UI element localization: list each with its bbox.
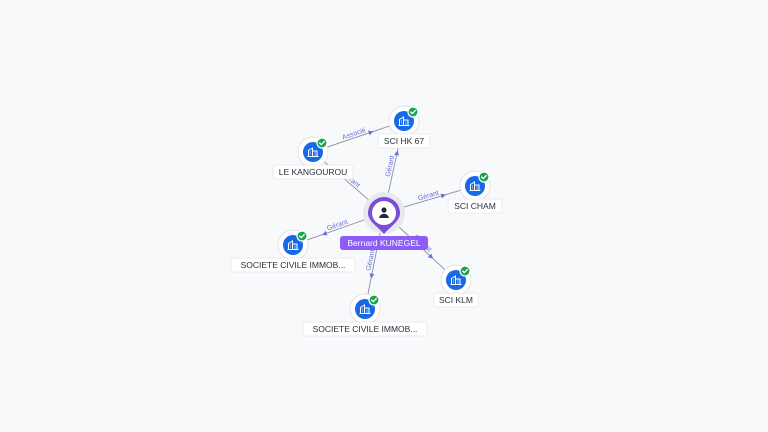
person-icon <box>379 207 389 218</box>
center-node-inner <box>372 201 396 225</box>
building-icon <box>287 240 299 250</box>
center-label-box <box>340 236 428 250</box>
edge-label-le-kangourou-sci-hk-67: Associé <box>341 127 367 142</box>
edge-label-center-sci-cham: Gérant <box>417 190 440 203</box>
verified-check-icon <box>478 171 490 183</box>
verified-check-icon <box>368 294 380 306</box>
center-node-label: Bernard KUNEGEL <box>347 238 420 248</box>
company-label-sci-cham: SCI CHAM <box>454 201 496 211</box>
company-label-box <box>433 292 479 308</box>
company-node-sci-klm[interactable]: SCI KLM <box>433 264 479 308</box>
company-label-box <box>272 164 354 180</box>
building-icon <box>307 147 319 157</box>
company-label-societe-civile-2: SOCIETE CIVILE IMMOB... <box>313 324 418 334</box>
verified-check-icon <box>407 106 419 118</box>
company-node-sci-hk-67[interactable]: SCI HK 67 <box>377 105 431 149</box>
company-label-sci-klm: SCI KLM <box>439 295 473 305</box>
company-label-le-kangourou: LE KANGOUROU <box>279 167 348 177</box>
company-label-box <box>447 198 503 214</box>
edge-label-center-sci-hk-67: Gérant <box>385 155 396 177</box>
company-label-box <box>377 133 431 149</box>
verified-check-icon <box>296 230 308 242</box>
building-icon <box>450 275 462 285</box>
company-label-sci-hk-67: SCI HK 67 <box>384 136 424 146</box>
building-icon <box>398 116 410 126</box>
building-icon <box>359 304 371 314</box>
company-node-sci-cham[interactable]: SCI CHAM <box>447 170 503 214</box>
company-label-societe-civile-1: SOCIETE CIVILE IMMOB... <box>241 260 346 270</box>
edge-label-center-societe-civile-2: Gérant <box>366 249 377 271</box>
verified-check-icon <box>459 265 471 277</box>
building-icon <box>469 181 481 191</box>
company-node-societe-civile-1[interactable]: SOCIETE CIVILE IMMOB... <box>230 229 356 273</box>
company-label-box <box>302 321 428 337</box>
company-node-societe-civile-2[interactable]: SOCIETE CIVILE IMMOB... <box>302 293 428 337</box>
edge-center-societe-civile-1 <box>306 219 366 241</box>
verified-check-icon <box>316 137 328 149</box>
edge-center-sci-cham <box>403 189 462 208</box>
nodes-layer: SCI HK 67 LE KANGOUROU SCI CHAM SOCIETE CIV… <box>230 105 503 337</box>
edge-le-kangourou-sci-hk-67 <box>326 125 391 148</box>
edge-label-center-societe-civile-1: Gérant <box>326 219 349 233</box>
company-label-box <box>230 257 356 273</box>
center-person-node[interactable]: Bernard KUNEGEL <box>340 192 428 250</box>
company-node-le-kangourou[interactable]: LE KANGOUROU <box>272 136 354 180</box>
